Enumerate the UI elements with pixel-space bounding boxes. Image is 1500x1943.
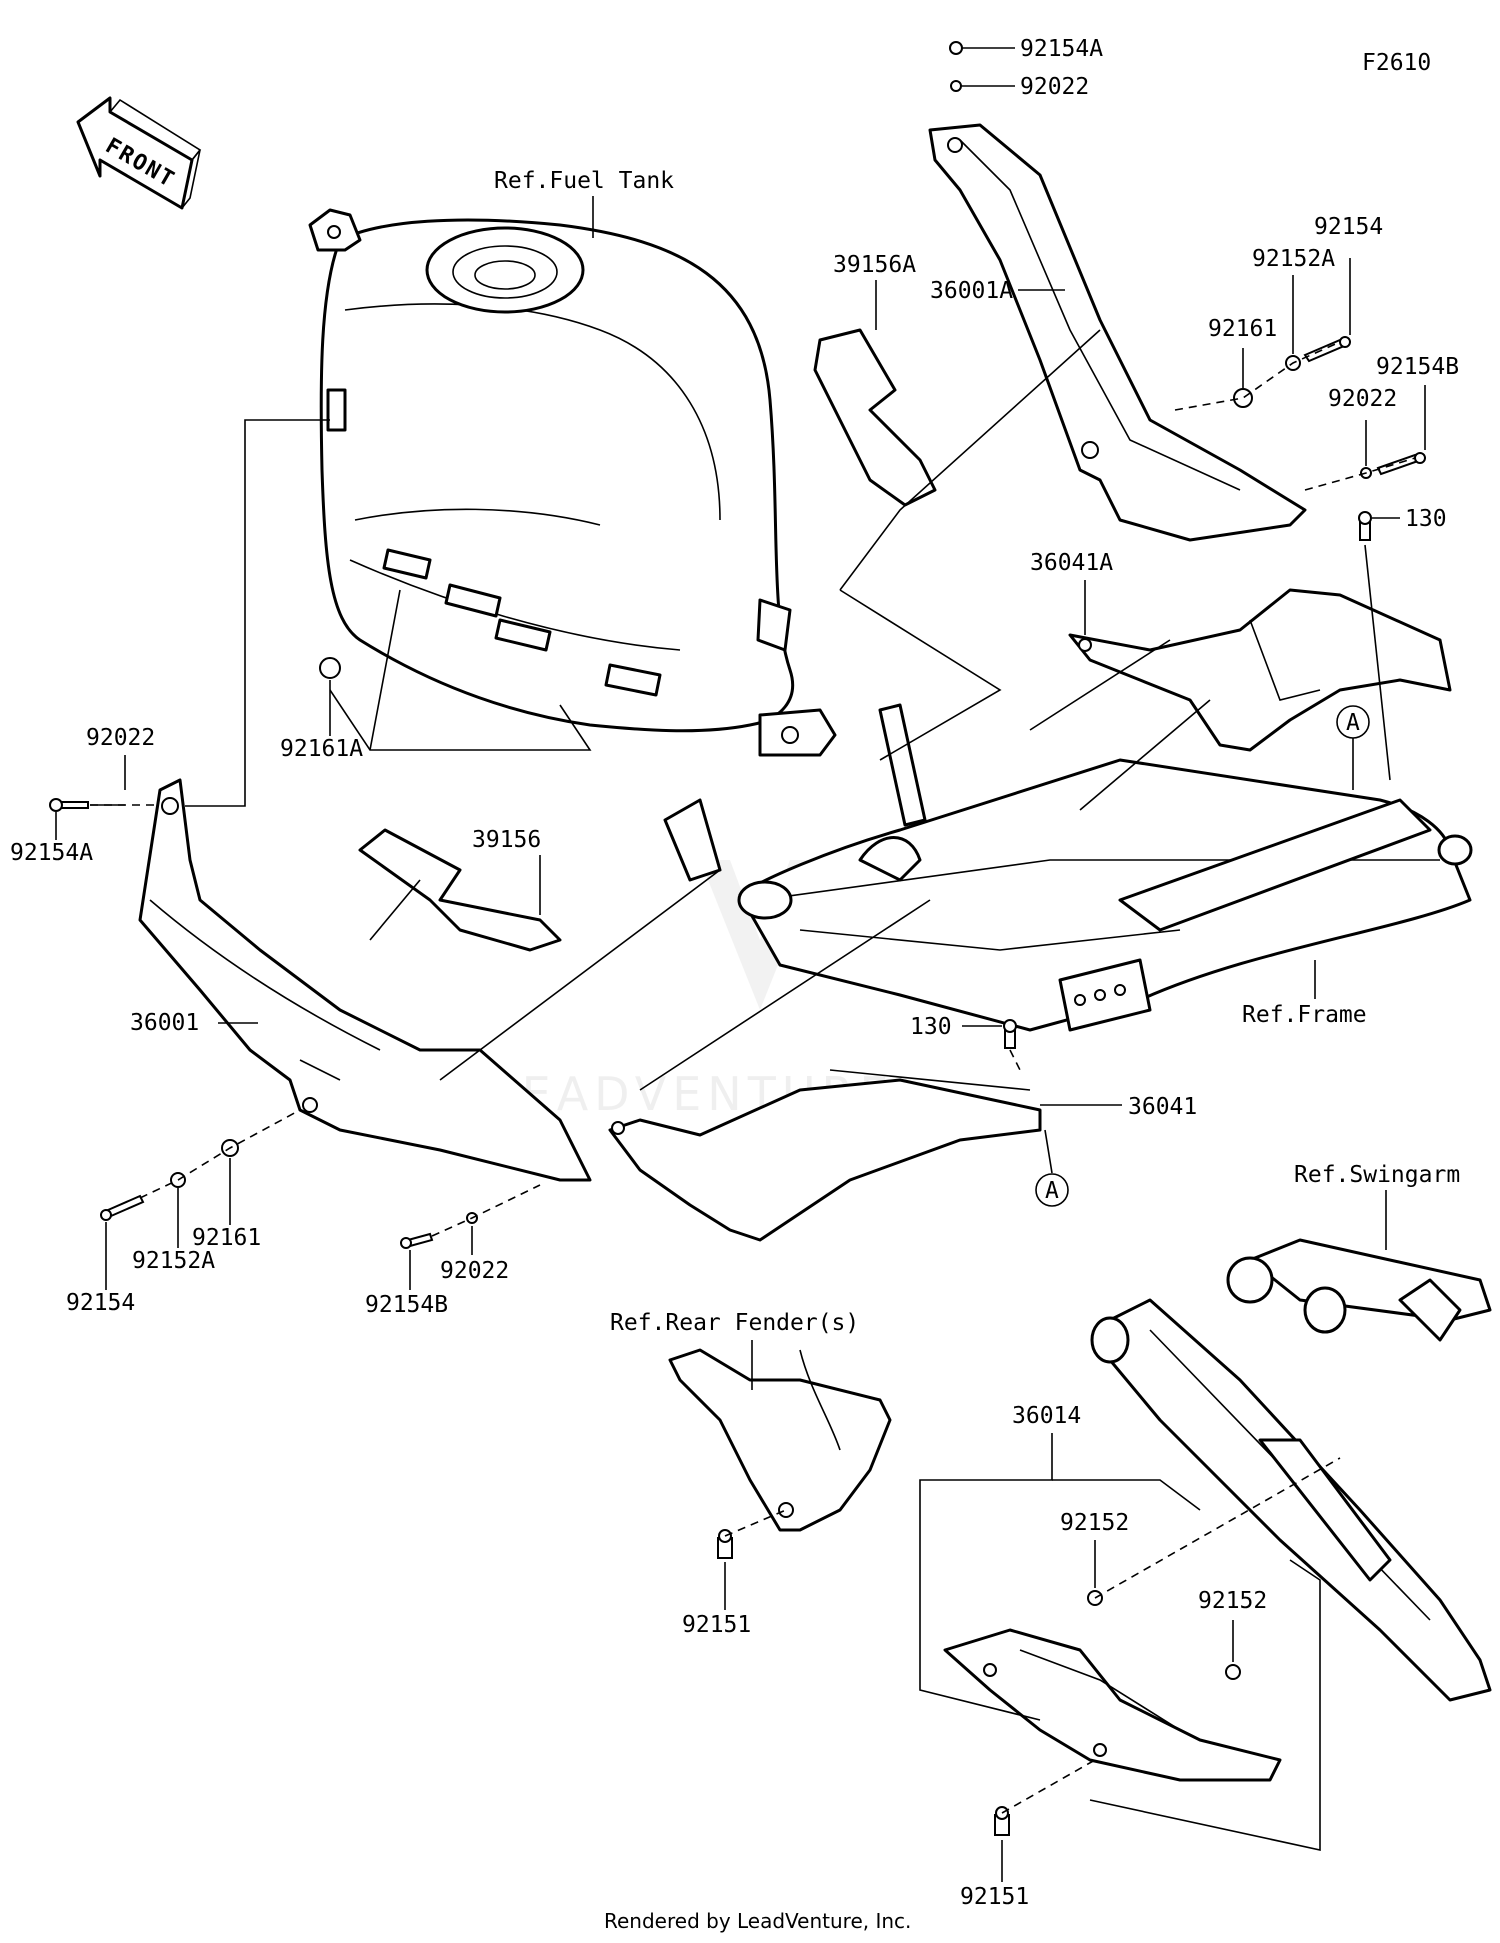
label-130-right: 130 <box>1405 506 1447 532</box>
label-39156: 39156 <box>472 827 541 853</box>
figure-code: F2610 <box>1362 50 1431 76</box>
bolt-92154-right <box>1303 338 1346 363</box>
part-36001: 36001 <box>130 778 592 1182</box>
label-36001: 36001 <box>130 1010 199 1036</box>
callout-a-lower <box>1035 1173 1069 1207</box>
label-92152a-right: 92152A <box>1252 246 1335 272</box>
label-36041: 36041 <box>1128 1094 1197 1120</box>
label-92161-left: 92161 <box>192 1225 261 1251</box>
part-36014: 36014 <box>919 1403 1321 1851</box>
label-92152-b: 92152 <box>1198 1588 1267 1614</box>
part-36041: 36041 A <box>608 1069 1197 1242</box>
label-92154b-left: 92154B <box>365 1292 448 1318</box>
label-36041a: 36041A <box>1030 550 1113 576</box>
label-92154-right: 92154 <box>1314 214 1383 240</box>
rear-fender-ref: Ref.Rear Fender(s) <box>610 1310 892 1532</box>
ref-swingarm-label: Ref.Swingarm <box>1294 1162 1460 1188</box>
footer-credit: Rendered by LeadVenture, Inc. <box>604 1909 911 1933</box>
label-92022-top: 92022 <box>1020 74 1089 100</box>
label-92151-bottom: 92151 <box>960 1884 1029 1910</box>
label-92022-right: 92022 <box>1328 386 1397 412</box>
label-92154b-right: 92154B <box>1376 354 1459 380</box>
part-39156a: 39156A <box>813 252 937 507</box>
ref-fuel-tank-label: Ref.Fuel Tank <box>494 168 674 194</box>
label-39156a: 39156A <box>833 252 916 278</box>
bolt-92154b-right <box>1376 453 1420 476</box>
callout-a-lower-letter: A <box>1045 1178 1059 1204</box>
label-92151-left: 92151 <box>682 1612 751 1638</box>
front-arrow: FRONT <box>76 96 202 210</box>
part-36041a: 36041A <box>1030 550 1452 752</box>
label-92161-right: 92161 <box>1208 316 1277 342</box>
frame-ref: Ref.Frame A <box>663 703 1473 1032</box>
grommet-92161-right <box>1233 388 1253 408</box>
label-92161a: 92161A <box>280 736 363 762</box>
label-92154-left: 92154 <box>66 1290 135 1316</box>
ref-rear-fender-label: Ref.Rear Fender(s) <box>610 1310 859 1336</box>
fuel-tank-ref: Ref.Fuel Tank <box>308 168 837 757</box>
swingarm-ref: Ref.Swingarm <box>1090 1162 1492 1702</box>
part-36001a: 36001A <box>928 123 1307 542</box>
bolt-92154a-top <box>949 41 963 55</box>
ref-frame-label: Ref.Frame <box>1242 1002 1367 1028</box>
label-36014: 36014 <box>1012 1403 1081 1429</box>
fasteners: 92154A 92022 92161 92152A 92154 92022 92… <box>10 36 1459 1910</box>
part-39156: 39156 <box>358 827 562 952</box>
label-130-center: 130 <box>910 1014 952 1040</box>
label-92152a-left: 92152A <box>132 1248 215 1274</box>
label-92154a-left: 92154A <box>10 840 93 866</box>
washer-92022-top <box>950 80 962 92</box>
label-92022-bottom: 92022 <box>440 1258 509 1284</box>
grommet-92161a <box>319 657 341 679</box>
label-92022-left: 92022 <box>86 725 155 751</box>
callout-a-frame-letter: A <box>1346 710 1360 736</box>
assembly-lines <box>369 329 1211 1091</box>
bolt-92154-left <box>106 1194 145 1218</box>
nut-92152-b <box>1225 1664 1241 1680</box>
label-36001a: 36001A <box>930 278 1013 304</box>
label-92154a-top: 92154A <box>1020 36 1103 62</box>
label-92152-a: 92152 <box>1060 1510 1129 1536</box>
